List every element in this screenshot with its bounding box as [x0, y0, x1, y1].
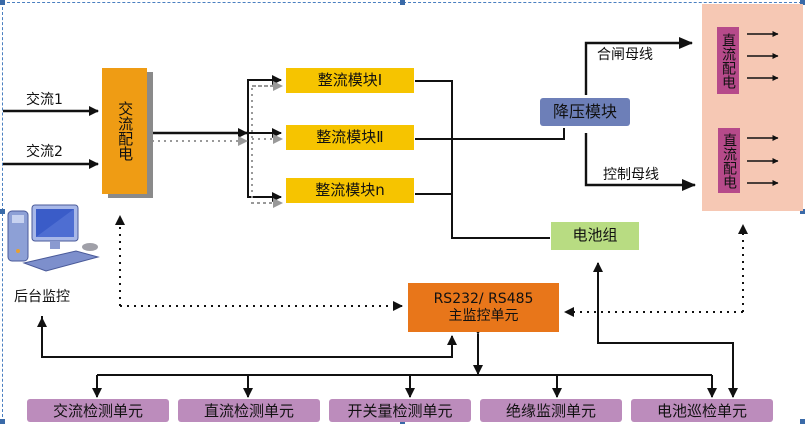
unit-battery-inspection[interactable]: 电池巡检单元 — [631, 399, 773, 422]
selection-handle[interactable] — [0, 209, 5, 214]
ac1-label: 交流1 — [26, 92, 63, 108]
ac2-label: 交流2 — [26, 144, 63, 160]
unit-dc-detection[interactable]: 直流检测单元 — [178, 399, 320, 422]
backend-monitor-label: 后台监控 — [14, 289, 70, 305]
ac-distribution-box[interactable]: 交流配电 — [102, 68, 147, 194]
backend-main-line — [41, 316, 457, 358]
dc-distribution-box-2[interactable]: 直流配电 — [718, 128, 740, 193]
selection-handle[interactable] — [800, 0, 805, 5]
selection-handle[interactable] — [800, 419, 805, 424]
control-bus-label: 控制母线 — [603, 167, 659, 183]
main-monitor-label: 主监控单元 — [448, 307, 519, 324]
unit-ac-detection[interactable]: 交流检测单元 — [27, 399, 169, 422]
selection-handle[interactable] — [800, 209, 805, 214]
step-down-module[interactable]: 降压模块 — [540, 98, 630, 126]
main-monitor-unit[interactable]: RS232/ RS485 主监控单元 — [408, 283, 559, 332]
main-monitor-protocol: RS232/ RS485 — [433, 291, 534, 308]
control-bus-line — [584, 133, 696, 191]
selection-handle[interactable] — [0, 0, 5, 5]
closing-bus-label: 合闸母线 — [597, 47, 653, 63]
battery-bank[interactable]: 电池组 — [551, 222, 639, 250]
selection-handle[interactable] — [400, 0, 405, 5]
unit-switch-detection[interactable]: 开关量检测单元 — [329, 399, 471, 422]
computer-icon[interactable] — [6, 203, 102, 283]
rect-out-bus — [415, 80, 550, 239]
closing-bus-line — [584, 37, 693, 95]
dc-distribution-box-1[interactable]: 直流配电 — [717, 27, 739, 94]
unit-insulation-monitor[interactable]: 绝缘监测单元 — [480, 399, 622, 422]
rectifier-module-n[interactable]: 整流模块n — [286, 178, 414, 203]
rectifier-module-2[interactable]: 整流模块Ⅱ — [286, 125, 414, 150]
rectifier-module-1[interactable]: 整流模块Ⅰ — [286, 68, 414, 93]
selection-handle[interactable] — [0, 419, 5, 424]
